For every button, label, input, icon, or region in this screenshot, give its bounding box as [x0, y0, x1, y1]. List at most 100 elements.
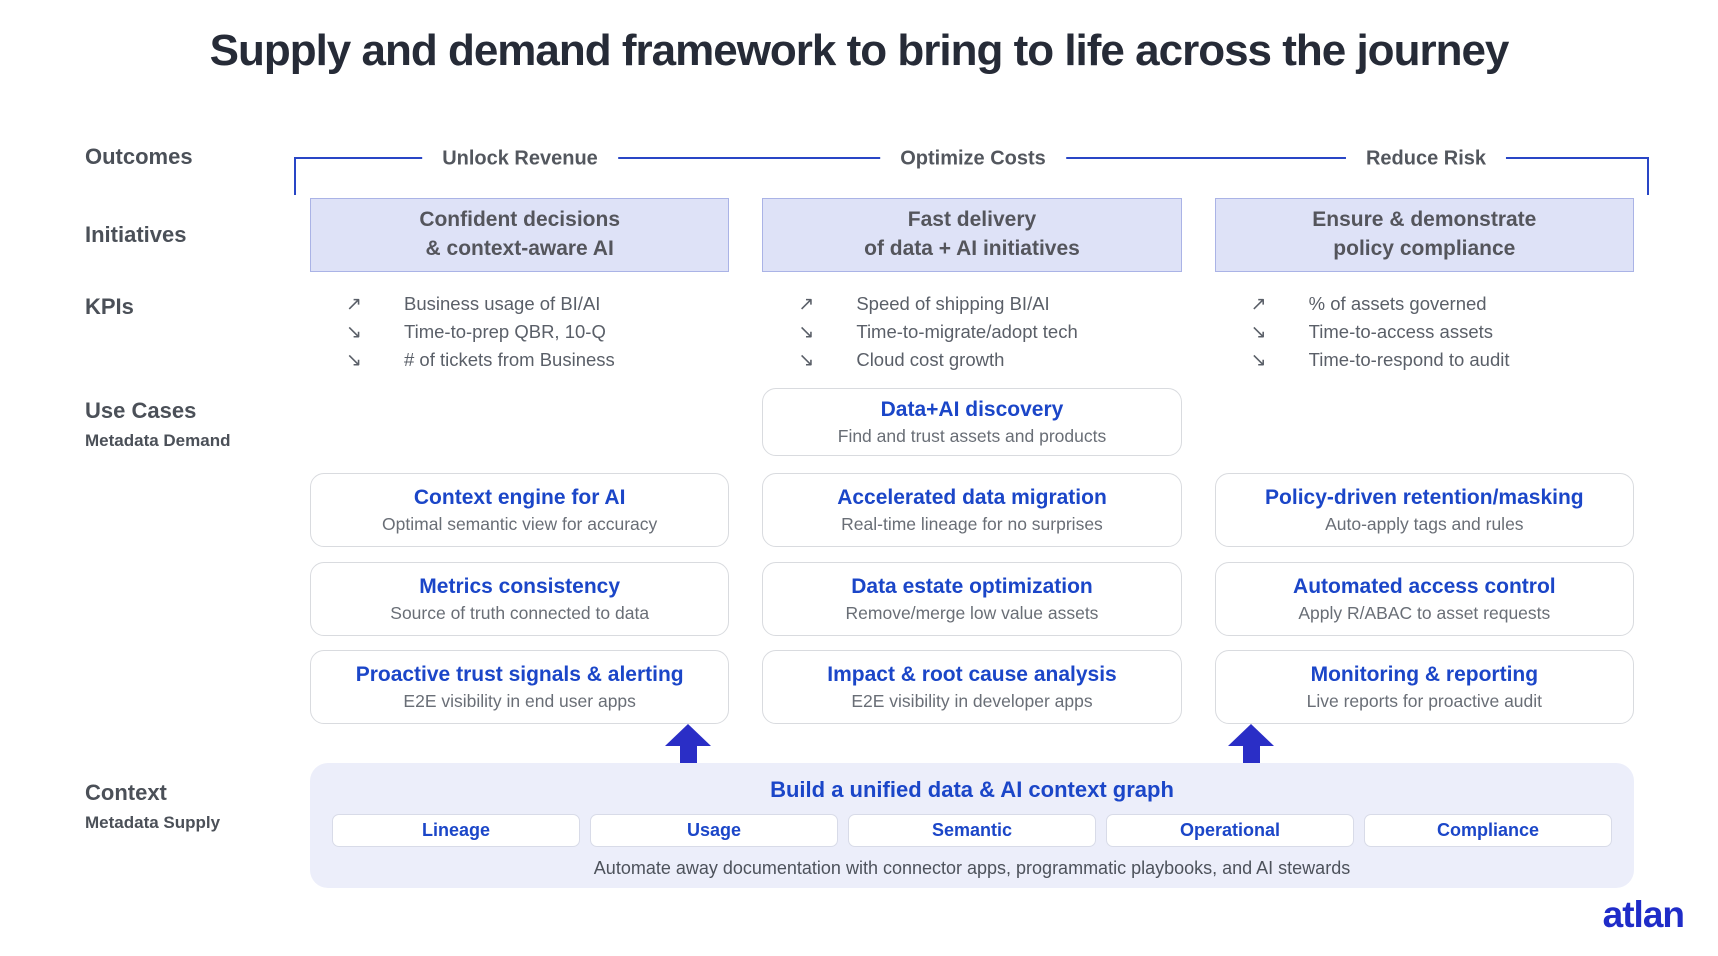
use-case-subtitle: Apply R/ABAC to asset requests: [1298, 602, 1551, 623]
use-case-title: Metrics consistency: [419, 574, 621, 598]
trend-down-icon: ↘: [798, 350, 815, 371]
use-case-title: Context engine for AI: [413, 485, 626, 509]
use-case-row-2: Metrics consistency Source of truth conn…: [310, 562, 1634, 636]
featured-use-case-row: Data+AI discovery Find and trust assets …: [310, 388, 1634, 456]
chip-semantic: Semantic: [848, 814, 1096, 847]
trend-up-icon: ↗: [346, 294, 362, 315]
metadata-demand-label: Metadata Demand: [85, 431, 231, 450]
use-case-title: Impact & root cause analysis: [827, 662, 1117, 686]
kpi-item: ↘ Time-to-prep QBR, 10-Q: [346, 321, 729, 349]
use-case-subtitle: Optimal semantic view for accuracy: [382, 513, 658, 534]
kpi-label: Time-to-respond to audit: [1308, 349, 1510, 370]
context-label: Context: [85, 780, 167, 805]
row-label-use-cases: Use Cases Metadata Demand: [85, 398, 230, 451]
use-case-context-engine: Context engine for AI Optimal semantic v…: [310, 473, 730, 547]
trend-up-icon: ↗: [1250, 294, 1267, 315]
trend-up-icon: ↗: [798, 294, 815, 315]
arrow-head: [665, 724, 711, 746]
atlan-logo: atlan: [1602, 894, 1685, 935]
arrow-stem: [679, 746, 697, 764]
row-label-initiatives: Initiatives: [85, 222, 187, 247]
row-label-outcomes: Outcomes: [85, 144, 193, 169]
use-case-automated-access-control: Automated access control Apply R/ABAC to…: [1214, 562, 1634, 636]
kpi-item: ↗ % of assets governed: [1251, 293, 1634, 321]
use-case-title: Monitoring & reporting: [1310, 662, 1539, 686]
use-case-policy-retention-masking: Policy-driven retention/masking Auto-app…: [1214, 473, 1634, 547]
use-case-metrics-consistency: Metrics consistency Source of truth conn…: [310, 562, 730, 636]
outcomes-bracket: Unlock Revenue Optimize Costs Reduce Ris…: [294, 147, 1649, 195]
kpi-label: Time-to-prep QBR, 10-Q: [404, 321, 606, 342]
outcome-reduce-risk: Reduce Risk: [1345, 147, 1507, 171]
use-case-proactive-trust-signals: Proactive trust signals & alerting E2E v…: [310, 650, 730, 724]
use-case-subtitle: Remove/merge low value assets: [845, 602, 1099, 623]
chip-usage: Usage: [590, 814, 838, 847]
use-case-impact-root-cause: Impact & root cause analysis E2E visibil…: [762, 650, 1182, 724]
metadata-chips: Lineage Usage Semantic Operational Compl…: [332, 814, 1612, 847]
kpi-label: Speed of shipping BI/AI: [856, 293, 1050, 314]
use-case-subtitle: E2E visibility in developer apps: [851, 690, 1093, 711]
kpi-item: ↘ Cloud cost growth: [798, 349, 1181, 377]
trend-down-icon: ↘: [1250, 350, 1267, 371]
initiative-line: Confident decisions: [419, 208, 620, 232]
use-case-title: Policy-driven retention/masking: [1265, 485, 1584, 509]
initiative-policy-compliance: Ensure & demonstrate policy compliance: [1214, 198, 1634, 272]
context-panel-footnote: Automate away documentation with connect…: [593, 858, 1351, 878]
spacer: [310, 388, 729, 456]
use-case-subtitle: Find and trust assets and products: [837, 425, 1107, 446]
initiative-line: & context-aware AI: [425, 237, 614, 260]
chip-operational: Operational: [1106, 814, 1354, 847]
kpi-label: # of tickets from Business: [404, 349, 615, 370]
use-case-subtitle: Real-time lineage for no surprises: [841, 513, 1103, 534]
initiative-line: of data + AI initiatives: [864, 237, 1080, 260]
initiative-fast-delivery: Fast delivery of data + AI initiatives: [762, 198, 1182, 272]
metadata-supply-label: Metadata Supply: [85, 813, 221, 832]
use-case-row-3: Proactive trust signals & alerting E2E v…: [310, 650, 1634, 724]
use-case-monitoring-reporting: Monitoring & reporting Live reports for …: [1214, 650, 1634, 724]
use-case-subtitle: Auto-apply tags and rules: [1325, 513, 1524, 534]
trend-down-icon: ↘: [346, 350, 362, 371]
use-case-data-ai-discovery: Data+AI discovery Find and trust assets …: [762, 388, 1182, 456]
initiative-line: Fast delivery: [907, 208, 1037, 232]
trend-down-icon: ↘: [346, 322, 362, 343]
kpi-item: ↘ # of tickets from Business: [346, 349, 729, 377]
chip-compliance: Compliance: [1364, 814, 1612, 847]
kpi-list-unlock-revenue: ↗ Business usage of BI/AI ↘ Time-to-prep…: [310, 293, 729, 377]
kpi-item: ↗ Speed of shipping BI/AI: [798, 293, 1181, 321]
use-case-title: Accelerated data migration: [837, 485, 1107, 509]
kpi-item: ↘ Time-to-respond to audit: [1251, 349, 1634, 377]
use-case-title: Data estate optimization: [851, 574, 1093, 598]
use-case-subtitle: Live reports for proactive audit: [1306, 690, 1543, 711]
outcome-unlock-revenue: Unlock Revenue: [422, 147, 618, 171]
use-cases-label: Use Cases: [85, 398, 197, 423]
use-case-data-estate-optimization: Data estate optimization Remove/merge lo…: [762, 562, 1182, 636]
arrow-stem: [1242, 746, 1260, 764]
kpi-item: ↗ Business usage of BI/AI: [346, 293, 729, 321]
page-title: Supply and demand framework to bring to …: [209, 26, 1510, 75]
use-case-title: Proactive trust signals & alerting: [355, 662, 684, 686]
row-label-context: Context Metadata Supply: [85, 780, 220, 833]
up-arrow-icon: [1228, 724, 1274, 764]
kpi-list-reduce-risk: ↗ % of assets governed ↘ Time-to-access …: [1215, 293, 1634, 377]
arrow-head: [1228, 724, 1274, 746]
context-graph-panel: Build a unified data & AI context graph …: [310, 763, 1634, 888]
chip-lineage: Lineage: [332, 814, 580, 847]
kpis-row: ↗ Business usage of BI/AI ↘ Time-to-prep…: [310, 293, 1634, 377]
initiatives-row: Confident decisions & context-aware AI F…: [310, 198, 1634, 272]
use-case-subtitle: Source of truth connected to data: [390, 602, 650, 623]
use-case-row-1: Context engine for AI Optimal semantic v…: [310, 473, 1634, 547]
trend-down-icon: ↘: [1250, 322, 1267, 343]
initiative-line: policy compliance: [1333, 237, 1516, 260]
use-case-accelerated-migration: Accelerated data migration Real-time lin…: [762, 473, 1182, 547]
use-case-title: Data+AI discovery: [880, 397, 1064, 421]
initiative-line: Ensure & demonstrate: [1312, 208, 1537, 232]
use-case-title: Automated access control: [1293, 574, 1556, 598]
use-case-subtitle: E2E visibility in end user apps: [403, 690, 636, 711]
row-label-kpis: KPIs: [85, 294, 134, 319]
kpi-item: ↘ Time-to-access assets: [1251, 321, 1634, 349]
kpi-list-optimize-costs: ↗ Speed of shipping BI/AI ↘ Time-to-migr…: [762, 293, 1181, 377]
outcome-optimize-costs: Optimize Costs: [880, 147, 1066, 171]
context-panel-title: Build a unified data & AI context graph: [770, 777, 1174, 802]
kpi-label: Time-to-access assets: [1308, 321, 1494, 342]
kpi-label: Cloud cost growth: [856, 349, 1005, 370]
